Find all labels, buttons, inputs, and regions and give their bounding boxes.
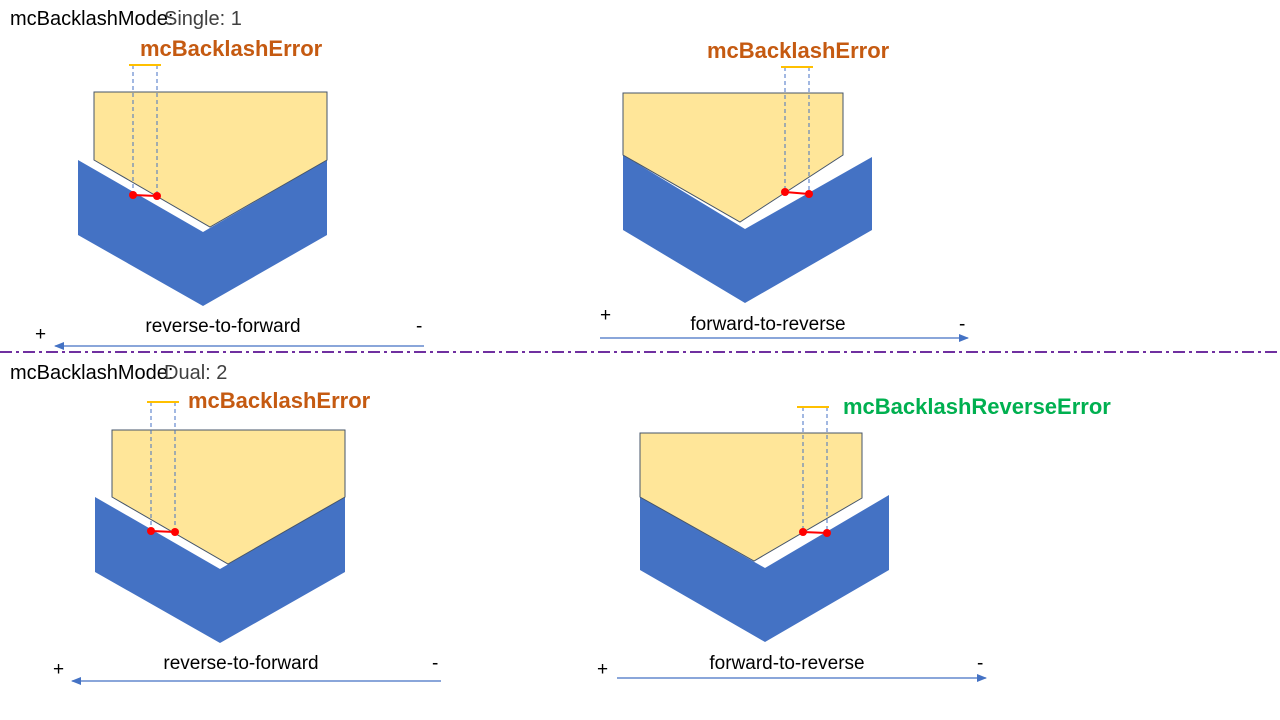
mode-label-single: mcBacklashMode: — [10, 8, 173, 30]
yellow-gear-tooth — [93, 91, 328, 228]
contact-point — [129, 191, 137, 199]
contact-point — [823, 529, 831, 537]
contact-point — [171, 528, 179, 536]
yellow-gear-tooth — [639, 432, 863, 562]
minus-sign: - — [416, 316, 422, 337]
backlash-gap-line — [150, 530, 176, 533]
blue-gear-tooth — [95, 497, 345, 643]
contact-point — [805, 190, 813, 198]
blue-gear-tooth — [78, 160, 327, 306]
blue-gear-tooth — [623, 155, 872, 303]
direction-label: forward-to-reverse — [690, 314, 845, 335]
yellow-gear-tooth — [111, 429, 346, 565]
error-label: mcBacklashError — [707, 38, 890, 63]
plus-sign: + — [600, 305, 611, 326]
minus-sign: - — [977, 653, 983, 674]
minus-sign: - — [432, 653, 438, 674]
plus-sign: + — [597, 659, 608, 680]
reverse-error-label: mcBacklashReverseError — [843, 394, 1111, 419]
direction-label: reverse-to-forward — [145, 316, 300, 337]
backlash-gap-line — [784, 191, 810, 195]
plus-sign: + — [35, 324, 46, 345]
direction-label: reverse-to-forward — [163, 653, 318, 674]
mode-value-dual: Dual: 2 — [164, 362, 227, 384]
direction-label: forward-to-reverse — [709, 653, 864, 674]
plus-sign: + — [53, 659, 64, 680]
backlash-gap-line — [802, 531, 828, 534]
mode-label-dual: mcBacklashMode: — [10, 362, 173, 384]
diagram-single-forward-to-reverse: mcBacklashError forward-to-reverse + - — [600, 38, 969, 342]
diagram-dual-forward-to-reverse: mcBacklashReverseError forward-to-revers… — [597, 394, 1111, 682]
contact-point — [147, 527, 155, 535]
contact-point — [153, 192, 161, 200]
contact-point — [799, 528, 807, 536]
mode-value-single: Single: 1 — [164, 8, 242, 30]
diagram-single-reverse-to-forward: mcBacklashError reverse-to-forward + - — [35, 36, 424, 350]
contact-point — [781, 188, 789, 196]
backlash-gap-line — [132, 194, 158, 197]
error-label: mcBacklashError — [140, 36, 323, 61]
error-label: mcBacklashError — [188, 388, 371, 413]
diagram-dual-reverse-to-forward: mcBacklashError reverse-to-forward + - — [53, 388, 441, 685]
minus-sign: - — [959, 314, 965, 335]
